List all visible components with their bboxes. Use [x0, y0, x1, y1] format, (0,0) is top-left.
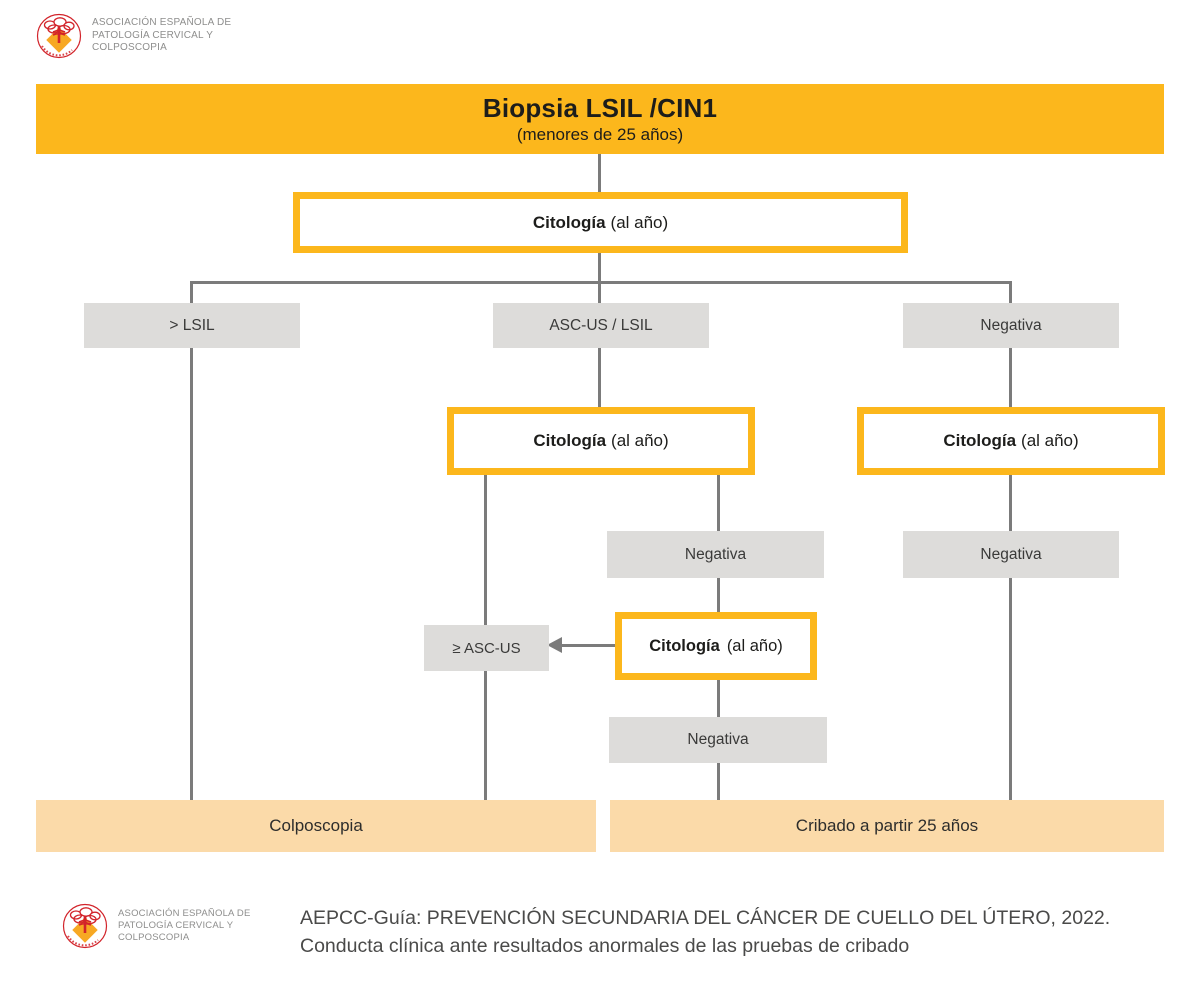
- connector-drop-center: [598, 281, 601, 304]
- node-label-rest: (al año): [611, 431, 669, 450]
- branch-label: Negativa: [684, 545, 747, 563]
- aepcc-logo-text: ASOCIACIÓN ESPAÑOLA DE PATOLOGÍA CERVICA…: [92, 17, 232, 54]
- aepcc-logo-text: ASOCIACIÓN ESPAÑOLA DE PATOLOGÍA CERVICA…: [118, 908, 251, 943]
- node-label-rest: (al año): [610, 212, 669, 232]
- outcome-label: Cribado a partir 25 años: [795, 816, 979, 835]
- connector-negative-bottom-to-cribado: [717, 763, 720, 800]
- connector-cytology-right-to-negative: [1009, 475, 1012, 531]
- citation-line-2: Conducta clínica ante resultados anormal…: [300, 935, 910, 957]
- connector-drop-left: [190, 281, 193, 304]
- node-cytology-mid-left: Citología (al año): [447, 407, 755, 475]
- node-label-rest: (al año): [726, 636, 783, 655]
- node-negative-mid-right: Negativa: [903, 531, 1119, 578]
- guideline-citation: AEPCC-Guía: PREVENCIÓN SECUNDARIA DEL CÁ…: [300, 904, 1110, 960]
- node-label-bold: Citología: [532, 212, 606, 232]
- arrow-shaft-to-ascus: [560, 644, 615, 647]
- branch-label: > LSIL: [169, 316, 215, 334]
- node-negative-mid-center: Negativa: [607, 531, 824, 578]
- branch-label: ASC-US / LSIL: [549, 316, 653, 334]
- arrow-left-icon: [547, 637, 562, 653]
- connector-ascus-to-cytology: [598, 348, 601, 407]
- diagram-title: Biopsia LSIL /CIN1: [482, 93, 718, 123]
- connector-cytology-to-negative: [717, 475, 720, 531]
- node-label-bold: Citología: [649, 636, 720, 655]
- connector-negative-to-cytology: [1009, 348, 1012, 407]
- aepcc-emblem-icon: [62, 903, 108, 949]
- aepcc-logo-top: ASOCIACIÓN ESPAÑOLA DE PATOLOGÍA CERVICA…: [36, 13, 231, 59]
- branch-label: ≥ ASC-US: [452, 639, 521, 657]
- aepcc-logo-bottom: ASOCIACIÓN ESPAÑOLA DE PATOLOGÍA CERVICA…: [62, 903, 251, 949]
- node-label-bold: Citología: [533, 431, 607, 450]
- connector-drop-right: [1009, 281, 1012, 304]
- node-negative-bottom: Negativa: [609, 717, 827, 763]
- connector-branch-horizontal: [190, 281, 1012, 284]
- node-branch-ascus-lsil: ASC-US / LSIL: [493, 303, 709, 348]
- connector-negative-to-cytology-lower: [717, 578, 720, 612]
- node-cytology-mid-right: Citología (al año): [857, 407, 1165, 475]
- outcome-label: Colposcopia: [269, 816, 363, 835]
- node-cytology-lower: Citología (al año): [615, 612, 817, 680]
- node-label-bold: Citología: [943, 431, 1017, 450]
- outcome-screening-bar: Cribado a partir 25 años: [610, 800, 1164, 852]
- diagram-header: Biopsia LSIL /CIN1 (menores de 25 años): [36, 84, 1164, 154]
- connector-cytology-lower-to-negative: [717, 680, 720, 717]
- branch-label: Negativa: [687, 731, 749, 748]
- node-ge-ascus: ≥ ASC-US: [424, 625, 549, 671]
- node-label-rest: (al año): [1021, 431, 1079, 450]
- connector-header-to-cytology: [598, 154, 601, 192]
- citation-line-1: AEPCC-Guía: PREVENCIÓN SECUNDARIA DEL CÁ…: [300, 907, 1111, 929]
- node-branch-negative: Negativa: [903, 303, 1119, 348]
- branch-label: Negativa: [980, 316, 1042, 334]
- connector-negative-right-to-cribado: [1009, 578, 1012, 800]
- aepcc-emblem-icon: [36, 13, 82, 59]
- node-branch-gt-lsil: > LSIL: [84, 303, 300, 348]
- node-cytology-top: Citología (al año): [293, 192, 908, 253]
- diagram-subtitle: (menores de 25 años): [516, 125, 684, 144]
- connector-lsil-to-colposcopy: [190, 348, 193, 800]
- outcome-colposcopy-bar: Colposcopia: [36, 800, 596, 852]
- connector-cytology-to-branch: [598, 253, 601, 282]
- branch-label: Negativa: [980, 545, 1042, 563]
